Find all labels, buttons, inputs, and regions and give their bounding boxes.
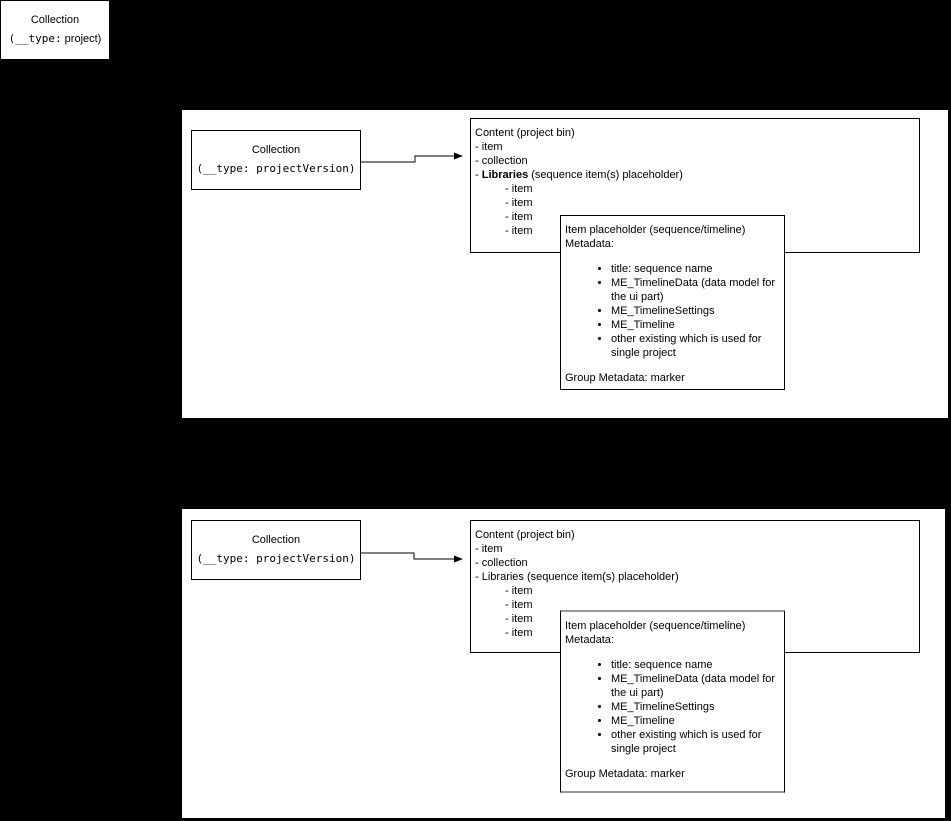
metadata-title: Item placeholder (sequence/timeline) bbox=[565, 620, 746, 632]
collection-title: Collection bbox=[251, 144, 301, 157]
metadata-bullet: other existing which is used for single … bbox=[611, 728, 780, 756]
diagram-page-2: Collection (__type: projectVersion) Cont… bbox=[182, 509, 945, 818]
content-sub-item: - item bbox=[505, 225, 533, 237]
metadata-bullet: ME_Timeline bbox=[611, 714, 780, 728]
project-collection-title: Collection bbox=[30, 14, 80, 27]
collection-type: (__type: projectVersion) bbox=[196, 551, 356, 565]
content-sub-item: - item bbox=[505, 585, 533, 597]
project-collection-box[interactable]: Collection (__type: project) bbox=[0, 0, 110, 60]
connector-arrow[interactable] bbox=[357, 150, 477, 176]
metadata-bullet-list: title: sequence name ME_TimelineData (da… bbox=[565, 658, 780, 756]
collection-title: Collection bbox=[251, 534, 301, 547]
project-collection-type: (__type: project) bbox=[8, 31, 102, 45]
libraries-name: Libraries bbox=[481, 571, 524, 583]
item-placeholder-box[interactable]: Item placeholder (sequence/timeline) Met… bbox=[560, 215, 785, 390]
content-title: Content (project bin) bbox=[475, 127, 575, 139]
metadata-title: Item placeholder (sequence/timeline) bbox=[565, 224, 746, 236]
metadata-bullet: ME_TimelineData (data model for the ui p… bbox=[611, 276, 780, 304]
metadata-subtitle: Metadata: bbox=[565, 238, 614, 250]
diagram-page-1: Collection (__type: projectVersion) Cont… bbox=[182, 110, 948, 418]
content-line-collection: - collection bbox=[475, 155, 528, 167]
metadata-footer: Group Metadata: marker bbox=[565, 372, 685, 384]
content-line-item: - item bbox=[475, 543, 503, 555]
metadata-bullet: title: sequence name bbox=[611, 262, 780, 276]
content-line-item: - item bbox=[475, 141, 503, 153]
metadata-bullet: ME_TimelineData (data model for the ui p… bbox=[611, 672, 780, 700]
collection-version-box[interactable]: Collection (__type: projectVersion) bbox=[191, 520, 361, 580]
collection-type: (__type: projectVersion) bbox=[196, 161, 356, 175]
libraries-name: Libraries bbox=[481, 169, 529, 181]
metadata-bullet: title: sequence name bbox=[611, 658, 780, 672]
metadata-bullet: ME_TimelineSettings bbox=[611, 700, 780, 714]
metadata-bullet: ME_Timeline bbox=[611, 318, 780, 332]
connector-arrow[interactable] bbox=[357, 545, 477, 571]
content-sub-item: - item bbox=[505, 197, 533, 209]
metadata-subtitle: Metadata: bbox=[565, 634, 614, 646]
item-placeholder-box[interactable]: Item placeholder (sequence/timeline) Met… bbox=[560, 610, 785, 793]
content-sub-item: - item bbox=[505, 211, 533, 223]
metadata-bullet-list: title: sequence name ME_TimelineData (da… bbox=[565, 262, 780, 360]
metadata-bullet: ME_TimelineSettings bbox=[611, 304, 780, 318]
content-line-collection: - collection bbox=[475, 557, 528, 569]
content-sub-item: - item bbox=[505, 613, 533, 625]
metadata-footer: Group Metadata: marker bbox=[565, 768, 685, 780]
collection-version-box[interactable]: Collection (__type: projectVersion) bbox=[191, 130, 361, 190]
content-sub-item: - item bbox=[505, 183, 533, 195]
content-line-libraries: - Libraries (sequence item(s) placeholde… bbox=[475, 571, 679, 583]
content-line-libraries: - Libraries (sequence item(s) placeholde… bbox=[475, 169, 683, 181]
content-sub-item: - item bbox=[505, 627, 533, 639]
content-sub-item: - item bbox=[505, 599, 533, 611]
metadata-bullet: other existing which is used for single … bbox=[611, 332, 780, 360]
content-title: Content (project bin) bbox=[475, 529, 575, 541]
